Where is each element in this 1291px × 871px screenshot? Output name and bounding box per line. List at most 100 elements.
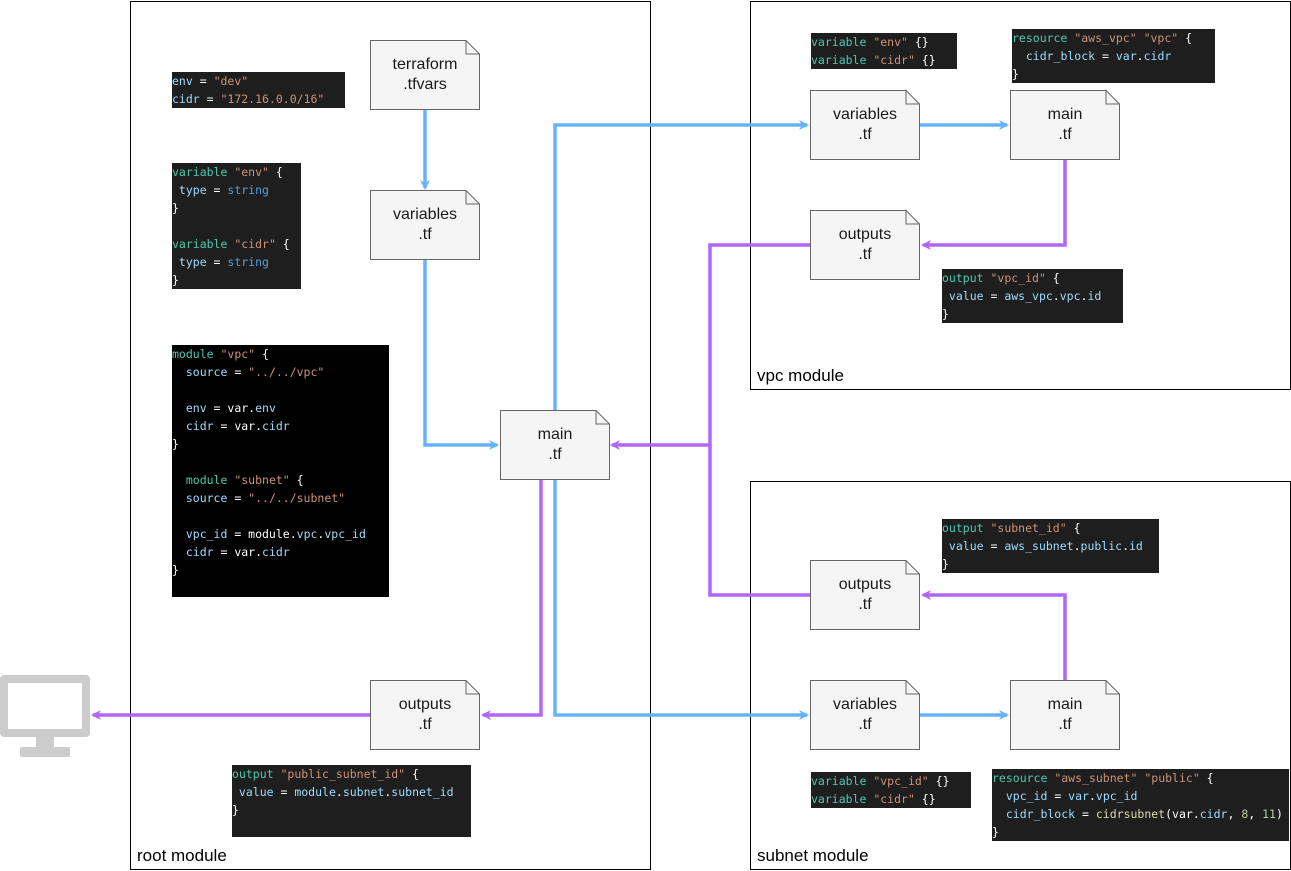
code-line [172,217,301,235]
code-token: = var. [213,545,263,559]
code-line: type = string [172,181,301,199]
file-name-line: .tf [418,716,432,733]
code-token: id [1129,539,1143,553]
code-token: "cidr" [873,792,915,806]
code-token: public [1080,539,1123,553]
vpc-outputs-file: outputs.tf [810,210,920,280]
code-token: "subnet_id" [990,521,1067,535]
code-token: . [1088,789,1096,803]
code-line: cidr = var.cidr [172,543,389,561]
code-token: , [1227,807,1242,821]
code-token: "aws_subnet" [1054,771,1138,785]
file-name-line: .tfvars [403,76,447,93]
code-token: id [1087,289,1102,303]
code-token: { [1199,771,1214,785]
root-module-label: root module [137,846,227,865]
file-name: main.tf [500,410,610,480]
code-token: { [1178,31,1193,45]
file-name-line: outputs [838,226,892,243]
root-outputs-file: outputs.tf [370,680,480,750]
code-token: . [1136,49,1144,63]
file-name-line: main [1047,106,1083,123]
code-token: env [172,401,207,415]
file-shape [810,680,920,750]
code-token: "172.16.0.0/16" [220,92,325,106]
code-token: value [232,785,274,799]
root-main-file: main.tf [500,410,610,480]
file-name-line: .tf [418,226,432,243]
code-line [172,453,389,471]
file-shape [810,210,920,280]
code-line: } [232,801,471,819]
code-token: env [255,401,276,415]
code-token: value [942,289,984,303]
tfvars-code-snippet: env = "dev"cidr = "172.16.0.0/16" [172,72,345,108]
code-line: value = aws_subnet.public.id [942,537,1159,555]
code-line: variable "cidr" {} [811,790,971,808]
subnet-main-code-snippet: resource "aws_subnet" "public" { vpc_id … [992,769,1289,841]
arrow-vpc-outputs-to-root-main [610,243,810,450]
code-line: type = string [172,253,301,271]
root-outputs-code-snippet: output "public_subnet_id" { value = modu… [232,765,471,837]
code-token: subnet [342,785,385,799]
code-line: } [942,555,1159,573]
code-line: resource "aws_subnet" "public" { [992,769,1289,787]
subnet-variables-code-snippet: variable "vpc_id" {}variable "cidr" {} [811,772,971,808]
root-variables-code-snippet: variable "env" { type = string}variable … [172,163,301,289]
code-token: ) [1275,807,1283,821]
code-token: = var. [206,401,256,415]
code-token: . [1080,289,1088,303]
monitor-icon [0,675,90,757]
code-token: = [1095,49,1116,63]
code-line [172,381,389,399]
code-token: { [405,767,419,781]
code-token: { [255,347,269,361]
file-name-line: variables [392,206,458,223]
file-shape [1010,680,1120,750]
code-token: "vpc_id" [990,271,1046,285]
code-token: aws_subnet [1004,539,1074,553]
code-token: cidrsubnet [1095,807,1166,821]
code-token: } [942,307,949,321]
code-token: "../../subnet" [248,491,346,505]
code-token: = [227,491,249,505]
code-token: = [983,289,1005,303]
code-token: = [192,74,214,88]
arrow-variables-to-main [423,260,499,450]
code-token: source [172,491,228,505]
code-token: . [1122,539,1129,553]
subnet-outputs-code-snippet: output "subnet_id" { value = aws_subnet.… [942,519,1159,573]
code-token: vpc_id [324,527,366,541]
file-shape [500,410,610,480]
code-token [1137,31,1144,45]
code-line: vpc_id = module.vpc.vpc_id [172,525,389,543]
code-line: } [172,199,301,217]
code-token: vpc_id [172,527,228,541]
code-token: { [289,473,304,487]
vpc-module-label: vpc module [757,366,844,385]
code-line: module "vpc" { [172,345,389,363]
code-line: output "vpc_id" { [942,269,1123,287]
code-token: = [199,92,221,106]
code-token: var [1115,49,1137,63]
code-token: "env" [234,165,269,179]
file-name-line: .tf [1058,126,1072,143]
arrow-subnet-main-to-subnet-outputs [921,590,1067,680]
code-token: . [317,527,325,541]
code-token: 8 [1241,807,1249,821]
code-line: env = var.env [172,399,389,417]
code-token: type [172,255,207,269]
file-name-line: variables [832,106,898,123]
code-line: value = module.subnet.subnet_id [232,783,471,801]
code-line: cidr_block = cidrsubnet(var.cidr, 8, 11) [992,805,1289,823]
code-token: = module. [227,527,297,541]
code-line: variable "env" {} [811,33,957,51]
arrow-main-to-vpc-variables [553,120,809,410]
file-name: outputs.tf [370,680,480,750]
code-token: env [172,74,193,88]
code-token: = [227,365,249,379]
arrow-subnet-outputs-to-root-main [708,445,810,597]
subnet-main-file: main.tf [1010,680,1120,750]
code-token: variable [811,774,867,788]
